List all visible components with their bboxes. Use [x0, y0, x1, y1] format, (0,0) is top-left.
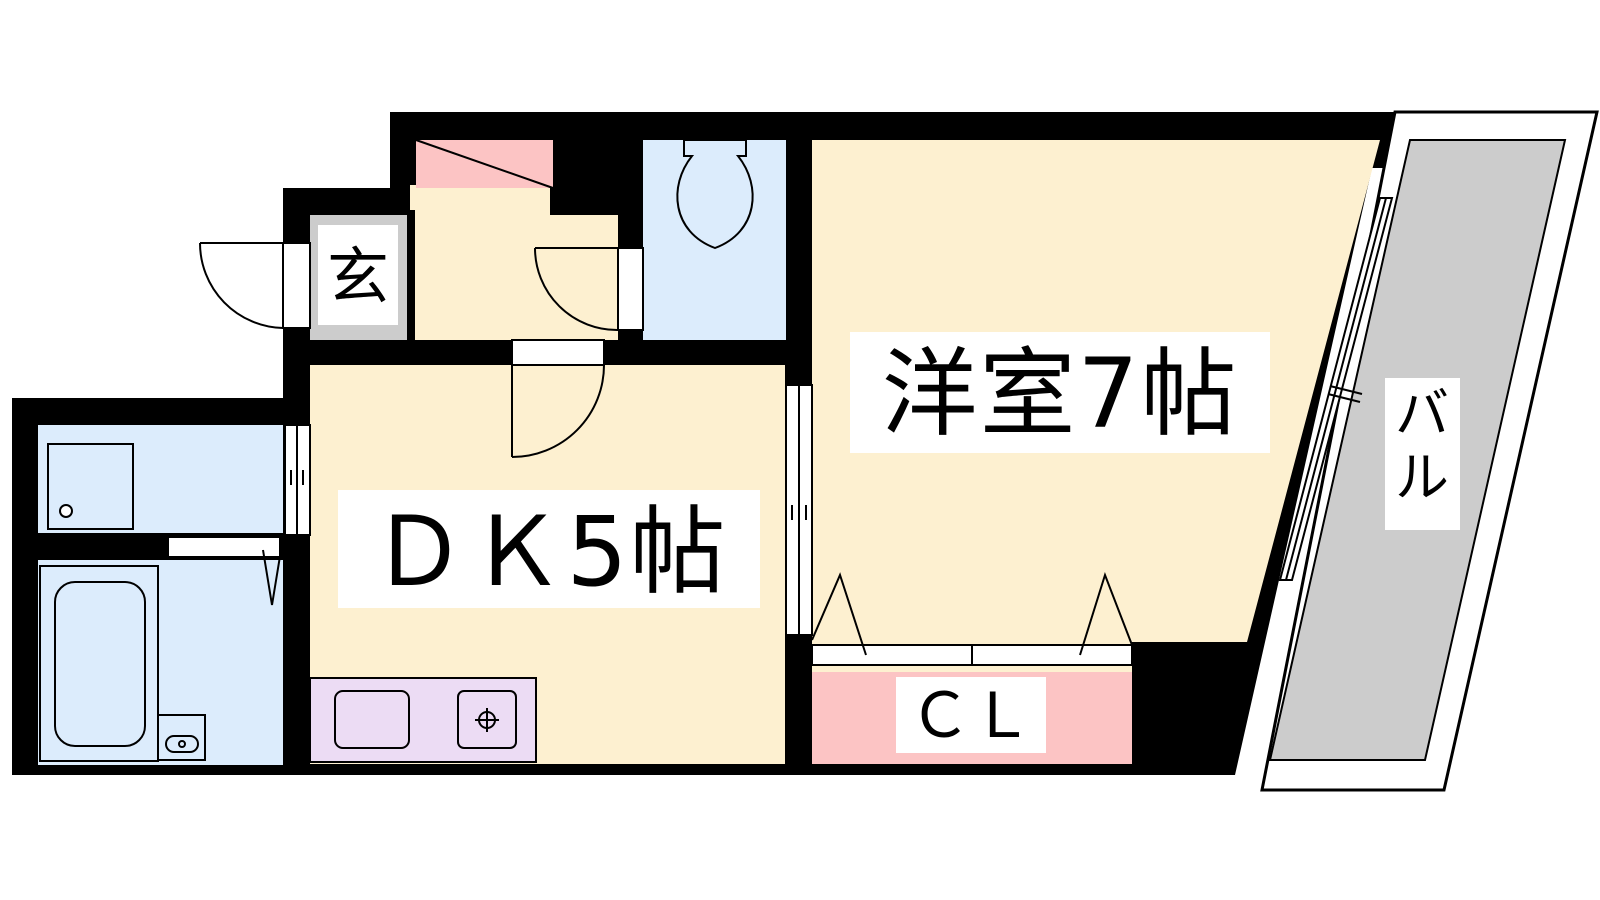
dk-label: ＤＫ5帖 — [370, 496, 727, 608]
kitchen-counter — [309, 677, 537, 763]
western-room-label: 洋室7帖 — [881, 338, 1238, 450]
entrance-label-bg — [318, 225, 398, 325]
closet-doors — [811, 571, 1133, 666]
dk-sliding-door — [785, 384, 813, 636]
labels: 洋室7帖 ＤＫ5帖 玄 ＣＬ バル — [318, 225, 1460, 753]
bathroom-door — [167, 536, 282, 606]
balcony-window — [1278, 197, 1394, 581]
kitchen-sink — [334, 690, 410, 749]
toilet-bowl — [676, 139, 754, 250]
dk-door — [511, 339, 605, 458]
dk-label-bg — [338, 490, 760, 608]
entrance-label: 玄 — [327, 240, 389, 313]
washroom-door — [284, 424, 311, 536]
toilet-door — [534, 247, 644, 332]
balcony-label: バル — [1395, 382, 1449, 509]
hallway-upper-floor — [410, 185, 550, 220]
closet-label-bg — [896, 677, 1046, 753]
entrance-door — [199, 242, 311, 329]
balcony-label-bg — [1385, 378, 1460, 530]
bath-faucet — [157, 714, 206, 761]
closet-label: ＣＬ — [909, 679, 1033, 752]
washing-machine-pan — [47, 443, 134, 530]
shoe-box-diagonal — [415, 139, 554, 189]
western-room-label-bg — [850, 332, 1270, 453]
bathtub — [39, 565, 159, 762]
hallway-floor — [410, 215, 618, 340]
